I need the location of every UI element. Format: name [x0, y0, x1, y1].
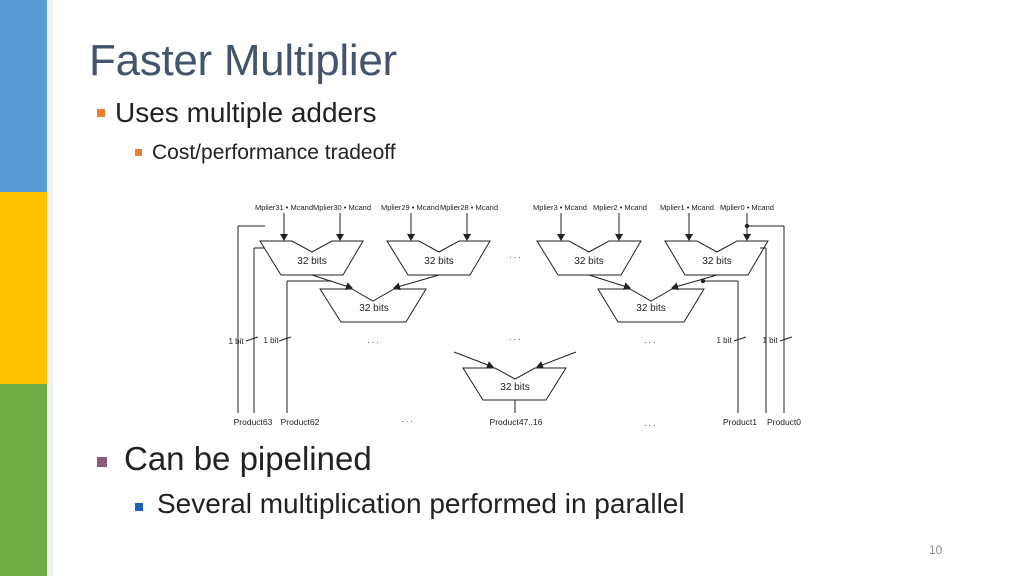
junction-dot	[700, 278, 706, 284]
junction-dot	[744, 223, 750, 229]
accent-bar-green	[0, 384, 47, 576]
accent-bar-yellow	[0, 192, 47, 384]
adder-label: 32 bits	[424, 256, 453, 267]
ellipsis: . . .	[367, 336, 378, 345]
bit-label: 1 bit	[762, 336, 778, 345]
output-label: Product47..16	[490, 417, 543, 427]
ellipsis: . . .	[509, 333, 520, 342]
adder-label: 32 bits	[359, 303, 388, 314]
bullet-marker	[97, 457, 107, 467]
bit-label: 1 bit	[716, 336, 732, 345]
accent-bar-shadow	[47, 0, 53, 576]
ellipsis: . . .	[401, 415, 412, 424]
sub-bullet-parallel: Several multiplication performed in para…	[157, 488, 685, 519]
input-label: Mplier1 • Mcand	[660, 203, 714, 212]
slide-number: 10	[929, 543, 943, 557]
input-label: Mplier29 • Mcand	[381, 203, 439, 212]
bit-label: 1 bit	[263, 336, 279, 345]
input-label: Mplier0 • Mcand	[720, 203, 774, 212]
ellipsis: . . .	[644, 419, 655, 428]
input-label: Mplier28 • Mcand	[440, 203, 498, 212]
output-label: Product63	[234, 417, 273, 427]
input-label: Mplier31 • Mcand	[255, 203, 313, 212]
sub-bullet-marker	[135, 503, 143, 511]
output-label: Product1	[723, 417, 757, 427]
adder-label: 32 bits	[574, 256, 603, 267]
sub-bullet-cost-performance: Cost/performance tradeoff	[152, 141, 396, 164]
input-label: Mplier30 • Mcand	[313, 203, 371, 212]
input-label: Mplier2 • Mcand	[593, 203, 647, 212]
ellipsis: . . .	[644, 336, 655, 345]
input-label: Mplier3 • Mcand	[533, 203, 587, 212]
bullet-marker	[97, 109, 105, 117]
sub-bullet-marker	[135, 149, 142, 156]
adder-label: 32 bits	[500, 382, 529, 393]
bullet-uses-multiple-adders: Uses multiple adders	[115, 97, 377, 128]
adder-label: 32 bits	[297, 256, 326, 267]
accent-bar-blue	[0, 0, 47, 192]
bit-label: 1 bit	[228, 337, 244, 346]
adder-label: 32 bits	[702, 256, 731, 267]
ellipsis: . . .	[509, 251, 520, 260]
output-label: Product62	[281, 417, 320, 427]
adder-label: 32 bits	[636, 303, 665, 314]
output-label: Product0	[767, 417, 801, 427]
slide-title: Faster Multiplier	[89, 36, 397, 85]
bullet-can-be-pipelined: Can be pipelined	[124, 440, 372, 477]
